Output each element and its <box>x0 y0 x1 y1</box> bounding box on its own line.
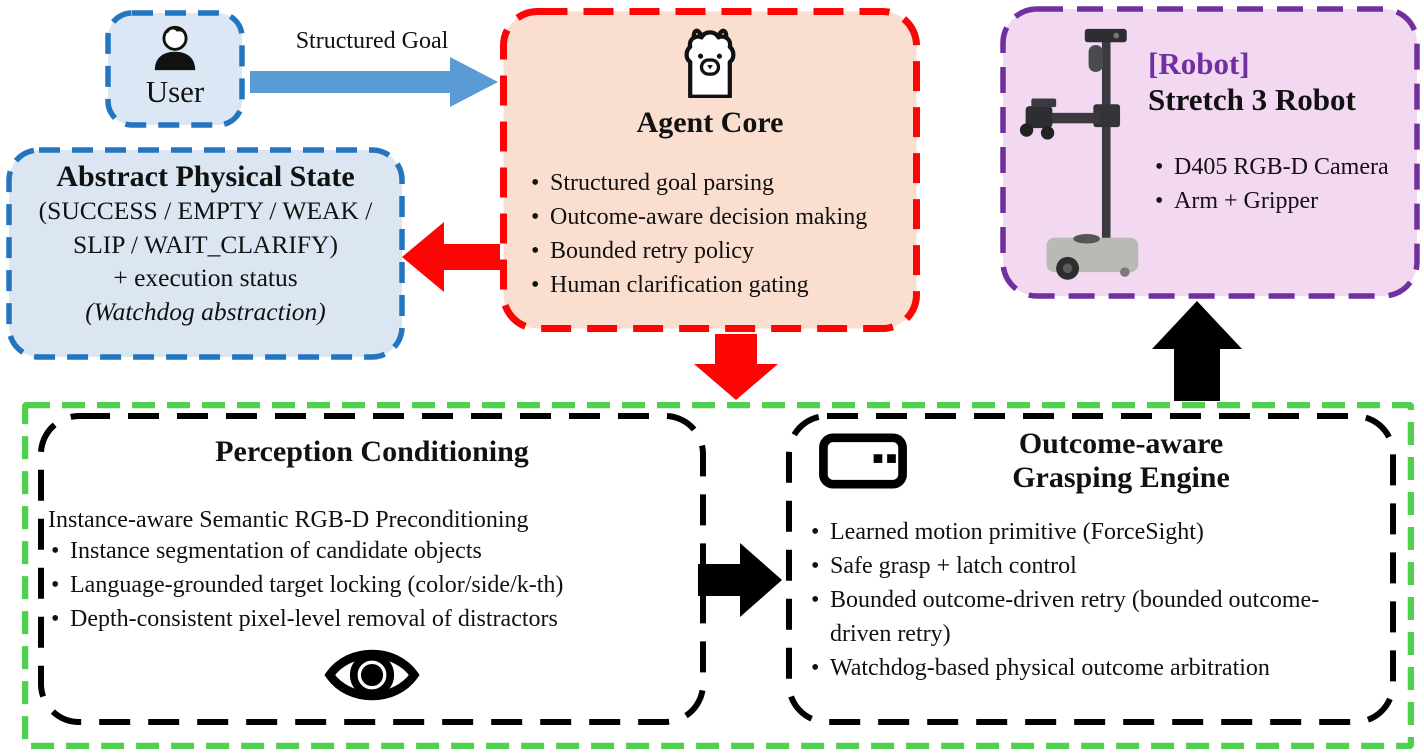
abstract-state-line: + execution status <box>113 263 298 293</box>
abstract-state-box: Abstract Physical State (SUCCESS / EMPTY… <box>6 147 405 360</box>
stretch-robot-image <box>1019 28 1139 280</box>
bullet-item: Learned motion primitive (ForceSight) <box>804 515 1346 549</box>
console-icon <box>819 433 907 489</box>
user-label: User <box>145 74 205 109</box>
perception-subtitle: Instance-aware Semantic RGB-D Preconditi… <box>48 507 529 533</box>
agent-core-title: Agent Core <box>636 106 784 139</box>
perception-bullets: Instance segmentation of candidate objec… <box>38 534 706 636</box>
robot-bullets: D405 RGB-D CameraArm + Gripper <box>1148 150 1410 218</box>
grasping-bullets: Learned motion primitive (ForceSight)Saf… <box>786 515 1346 685</box>
bullet-item: Bounded retry policy <box>524 234 920 268</box>
perception-box: Perception Conditioning Instance-aware S… <box>38 413 706 725</box>
arrow-perception-to-grasping <box>698 543 782 617</box>
bullet-item: Arm + Gripper <box>1148 184 1410 218</box>
llama-icon <box>684 28 736 98</box>
abstract-state-line: SLIP / WAIT_CLARIFY) <box>73 229 338 259</box>
bullet-item: Language-grounded target locking (color/… <box>44 568 706 602</box>
bullet-item: Human clarification gating <box>524 268 920 302</box>
bullet-item: Bounded outcome-driven retry (bounded ou… <box>804 583 1346 651</box>
robot-tag: [Robot] <box>1148 46 1250 81</box>
bullet-item: Instance segmentation of candidate objec… <box>44 534 706 568</box>
bullet-item: D405 RGB-D Camera <box>1148 150 1410 184</box>
abstract-state-title: Abstract Physical State <box>56 160 355 193</box>
bullet-item: Depth-consistent pixel-level removal of … <box>44 602 706 636</box>
perception-title: Perception Conditioning <box>215 435 529 468</box>
agent-core-box: Agent Core Structured goal parsingOutcom… <box>500 8 920 332</box>
user-box: User <box>105 10 245 128</box>
structured-goal-label: Structured Goal <box>295 28 449 54</box>
abstract-state-line: (SUCCESS / EMPTY / WEAK / <box>38 196 373 225</box>
bullet-item: Safe grasp + latch control <box>804 549 1346 583</box>
grasping-title-line2: Grasping Engine <box>1012 461 1230 494</box>
grasping-box: Outcome-aware Grasping Engine Learned mo… <box>786 413 1396 725</box>
abstract-state-line-watchdog: (Watchdog abstraction) <box>85 296 326 326</box>
arrow-agent-to-engine <box>694 334 778 400</box>
bullet-item: Structured goal parsing <box>524 166 920 200</box>
arrow-engine-to-robot <box>1152 301 1242 401</box>
bullet-item: Outcome-aware decision making <box>524 200 920 234</box>
robot-title: Stretch 3 Robot <box>1148 82 1356 117</box>
robot-box: [Robot] Stretch 3 Robot D405 RGB-D Camer… <box>1000 6 1420 299</box>
agent-core-bullets: Structured goal parsingOutcome-aware dec… <box>500 166 920 302</box>
grasping-title-line1: Outcome-aware <box>1018 427 1224 460</box>
arrow-user-to-agent <box>250 57 498 107</box>
arrow-agent-to-state <box>402 222 500 292</box>
person-icon <box>154 25 196 71</box>
eye-icon <box>324 650 420 701</box>
bullet-item: Watchdog-based physical outcome arbitrat… <box>804 651 1346 685</box>
